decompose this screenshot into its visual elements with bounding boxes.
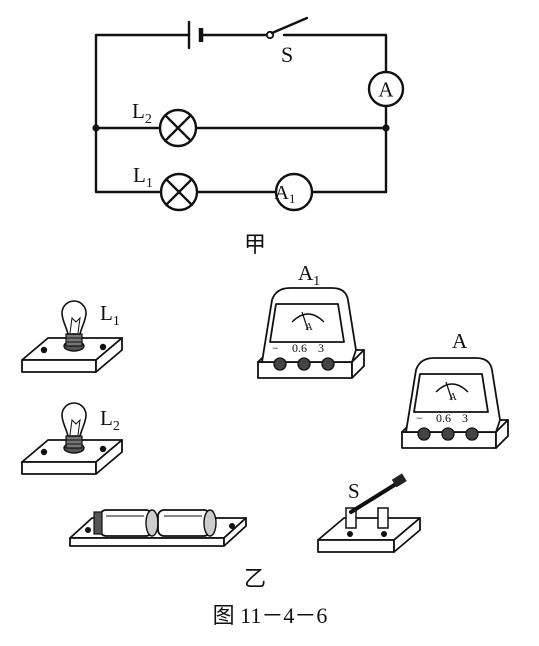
ammeter-a1-device-subscript: 1 (313, 274, 320, 289)
lamp-l2-symbol: L2 (132, 99, 198, 148)
lamp-l1-device-subscript: 1 (113, 314, 120, 329)
device-ammeter-a: A − 0.6 3 A (401, 329, 509, 449)
lamp-l1-symbol: L1 (133, 163, 199, 212)
switch-symbol: S (265, 16, 309, 67)
lamp-l1-label-group: L1 (133, 163, 153, 191)
lamp-l2-device-label: L (100, 406, 113, 430)
ammeter-a1-label-group: A1 (275, 182, 296, 206)
devices-illustration: L1 L2 A − 0.6 (21, 261, 509, 591)
ammeter-a-terminal-max: 3 (462, 411, 468, 425)
device-battery-pack (69, 509, 247, 547)
ammeter-a1-dial-letter: A (305, 321, 313, 333)
switch-label: S (281, 42, 293, 67)
lamp-l2-device-subscript: 2 (113, 419, 120, 434)
devices-caption: 乙 (244, 566, 266, 591)
ammeter-a-dial-letter: A (449, 391, 457, 403)
ammeter-a1-device-label: A (298, 261, 314, 285)
circuit-caption: 甲 (244, 232, 266, 257)
battery-symbol (187, 20, 204, 50)
lamp-l1-device-label: L (100, 301, 113, 325)
ammeter-a1-symbol: A1 (275, 172, 314, 212)
ammeter-a1-device-label-group: A1 (298, 261, 320, 289)
device-ammeter-a1: A − 0.6 3 A1 (257, 261, 365, 379)
lamp-l2-subscript: 2 (145, 112, 152, 127)
ammeter-a-terminal-minus: − (416, 411, 423, 425)
circuit-wires (94, 33, 388, 194)
circuit-junctions (92, 124, 390, 132)
ammeter-a1-terminal-mid: 0.6 (292, 341, 307, 355)
ammeter-main-label: A (378, 78, 394, 102)
lamp-l1-label: L (133, 163, 146, 187)
device-switch: S (317, 473, 421, 553)
ammeter-a1-terminal-minus: − (272, 341, 279, 355)
figure-caption: 图 11－4－6 (213, 603, 328, 628)
ammeter-a-device-label: A (452, 329, 468, 353)
switch-device-label: S (348, 479, 360, 503)
ammeter-main-symbol: A (367, 70, 405, 108)
lamp-l2-label: L (132, 99, 145, 123)
lamp-l2-label-group: L2 (132, 99, 152, 127)
ammeter-a-terminal-mid: 0.6 (436, 411, 451, 425)
ammeter-a1-terminal-max: 3 (318, 341, 324, 355)
ammeter-a1-label: A (275, 182, 290, 204)
lamp-l2-device-label-group: L2 (100, 406, 120, 434)
lamp-l1-device-label-group: L1 (100, 301, 120, 329)
ammeter-a1-subscript: 1 (289, 191, 296, 206)
device-lamp-l2: L2 (21, 402, 123, 475)
device-lamp-l1: L1 (21, 300, 123, 373)
lamp-l1-subscript: 1 (146, 176, 153, 191)
circuit-diagram: S A L2 L1 A1 甲 (92, 16, 405, 257)
